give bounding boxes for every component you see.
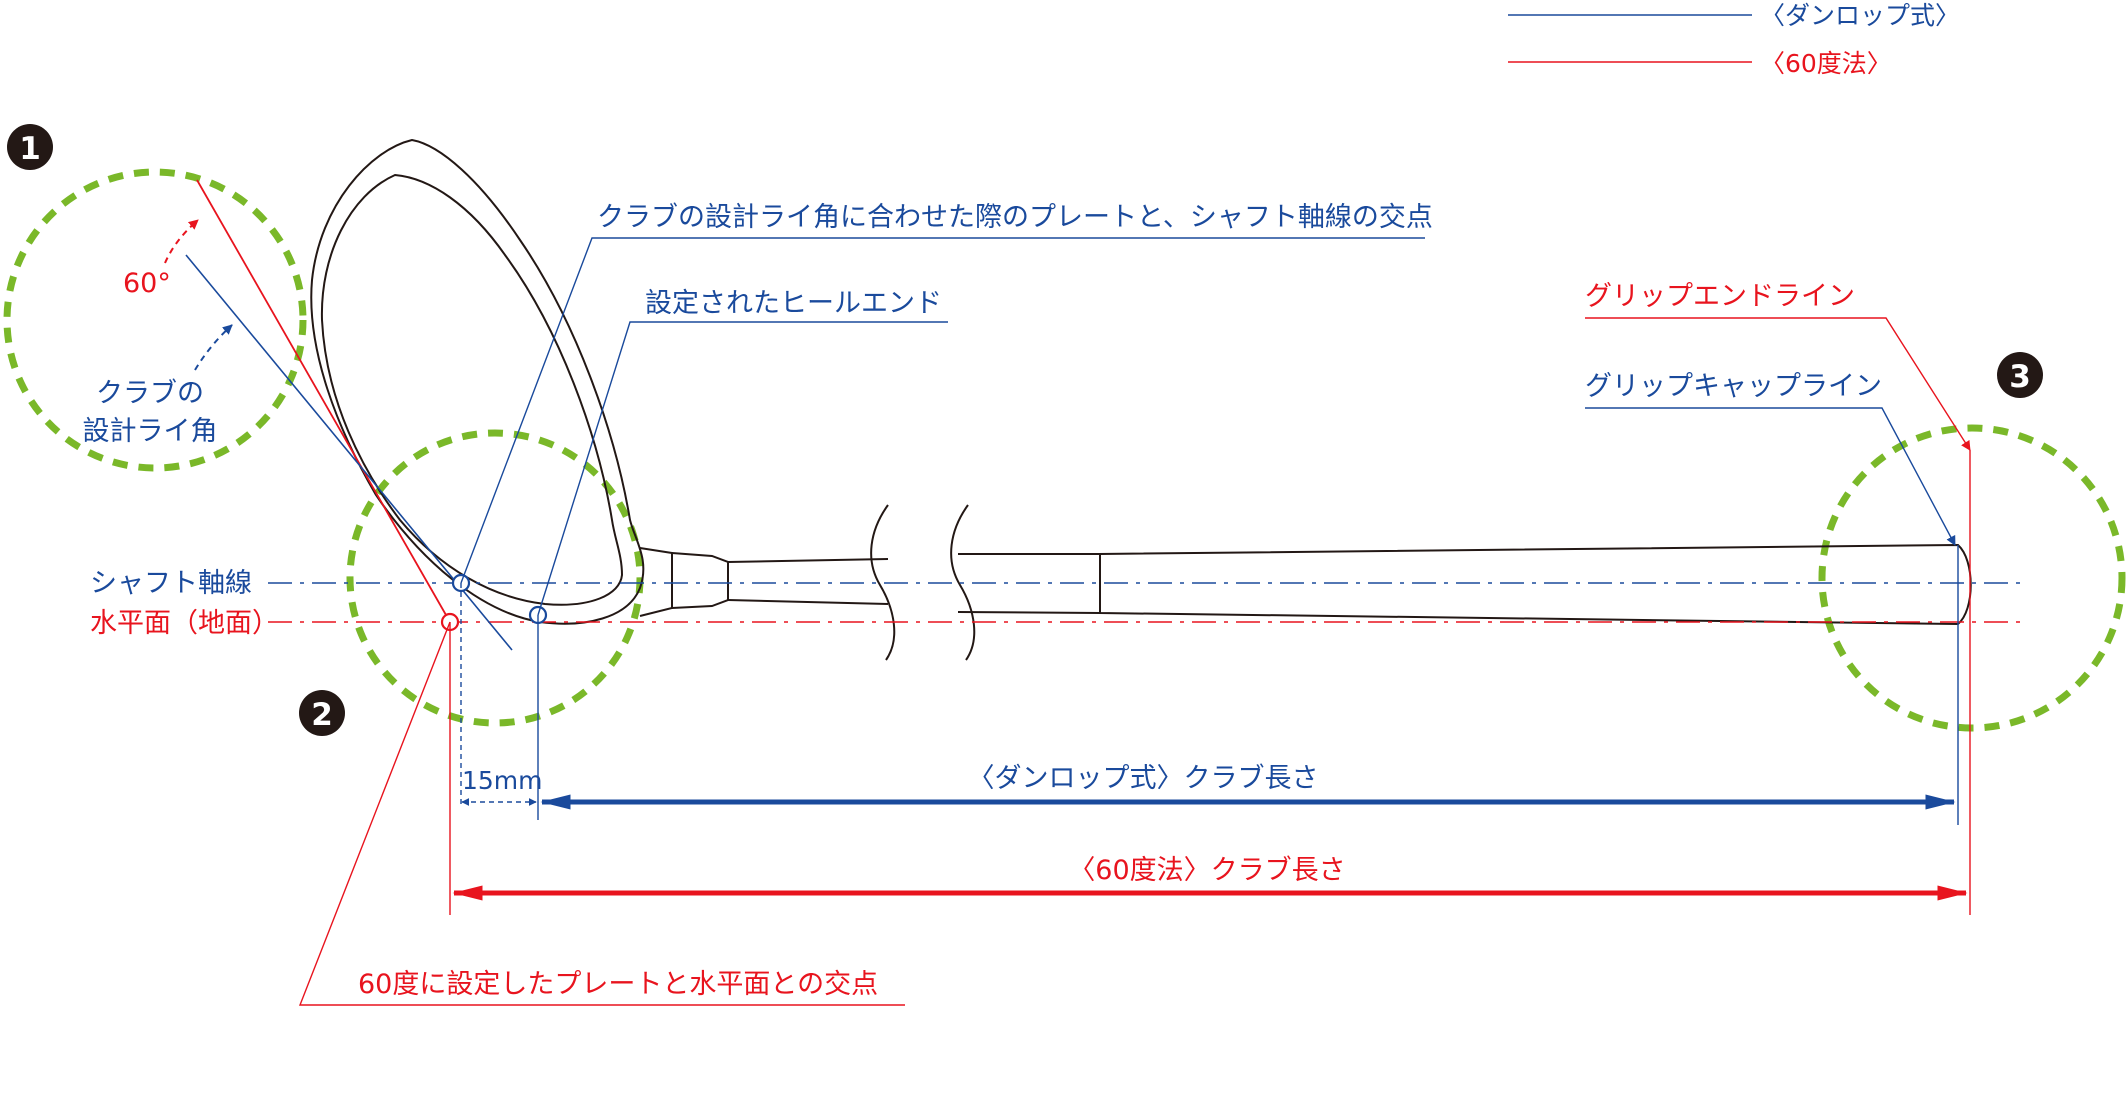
angle-arc-design <box>194 324 233 371</box>
callout-plate-horizontal-text: 60度に設定したプレートと水平面との交点 <box>358 969 878 1000</box>
callout-leader-plate-shaft <box>460 237 1425 584</box>
shaft-and-grip <box>957 543 1972 626</box>
marker-2: 2 <box>299 690 345 736</box>
design-lie-label-2: 設計ライ角 <box>83 416 218 447</box>
callout-leader-heel-end <box>537 321 948 616</box>
legend-dunlop-label: 〈ダンロップ式〉 <box>1760 1 1960 30</box>
horizontal-plane-label: 水平面（地面） <box>90 608 279 639</box>
angle-60-label: 60° <box>123 268 171 299</box>
callout-plate-shaft-text: クラブの設計ライ角に合わせた際のプレートと、シャフト軸線の交点 <box>597 202 1433 233</box>
svg-text:1: 1 <box>19 131 41 167</box>
angle-arc-60 <box>164 219 199 264</box>
svg-text:2: 2 <box>311 697 333 733</box>
callout-heel-end-text: 設定されたヒールエンド <box>645 288 942 319</box>
shaft-break <box>870 504 976 661</box>
callout-leader-grip-cap <box>1585 407 1956 546</box>
zoom-circle-2 <box>346 429 644 727</box>
dim-degree60-length-label: 〈60度法〉クラブ長さ <box>1068 855 1345 886</box>
callout-grip-end-text: グリップエンドライン <box>1585 281 1855 312</box>
shaft-axis-label: シャフト軸線 <box>90 568 252 599</box>
zoom-circle-3 <box>1818 424 2126 732</box>
legend: 〈ダンロップ式〉 〈60度法〉 <box>1508 1 1960 78</box>
zoom-circle-1 <box>3 168 307 472</box>
svg-text:3: 3 <box>2009 359 2031 395</box>
callout-leader-grip-end <box>1585 317 1971 451</box>
dim-dunlop-length-label: 〈ダンロップ式〉クラブ長さ <box>968 763 1319 794</box>
dim-15mm-label: 15mm <box>462 766 543 795</box>
marker-1: 1 <box>7 124 53 170</box>
plate-60deg-line <box>196 179 451 623</box>
callout-grip-cap-text: グリップキャップライン <box>1585 371 1882 402</box>
design-lie-label-1: クラブの <box>96 378 204 409</box>
callout-leader-plate-horizontal <box>298 621 905 1006</box>
grip <box>1099 543 1972 626</box>
legend-degree60-label: 〈60度法〉 <box>1760 49 1892 78</box>
marker-3: 3 <box>1997 352 2043 398</box>
club-head <box>310 138 889 625</box>
